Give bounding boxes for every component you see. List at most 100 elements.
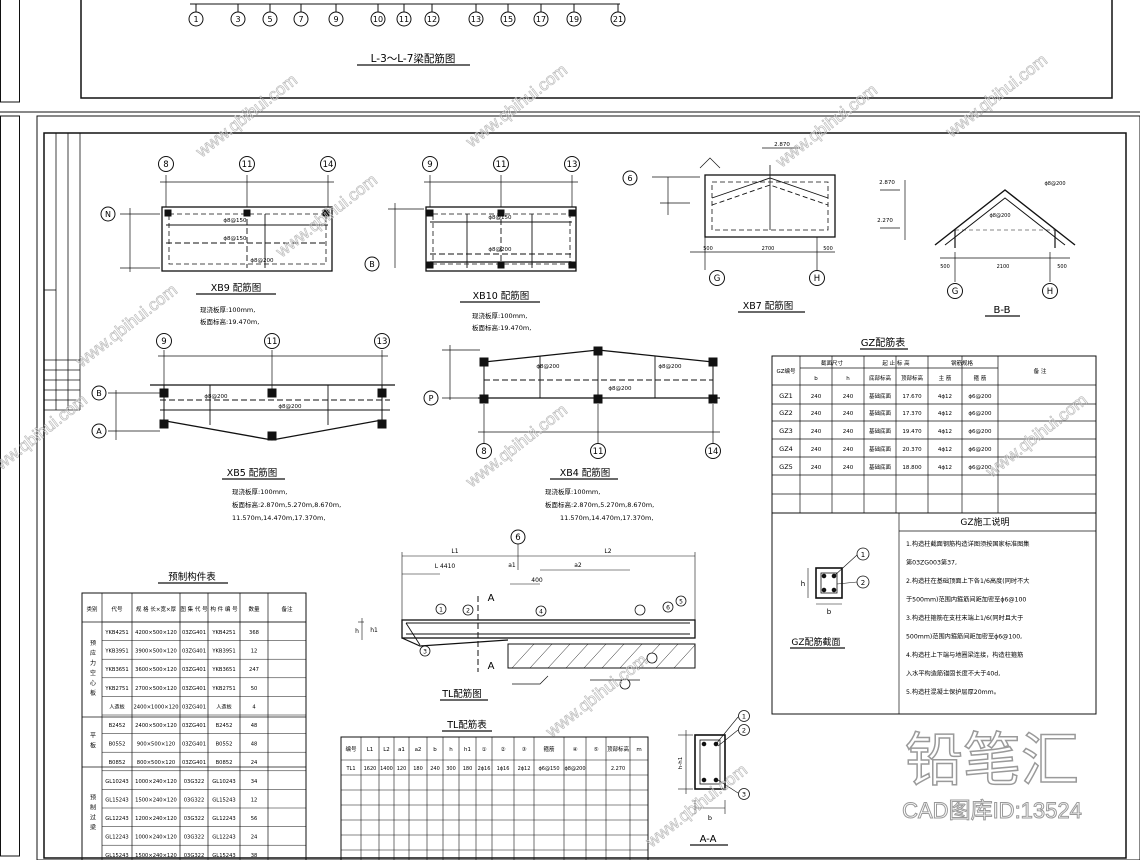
title-block-strip [44, 133, 81, 411]
axis-label: G [714, 274, 721, 284]
tl-cell: 2.270 [611, 766, 625, 772]
axis-label: P [429, 394, 434, 403]
dim-label: 500 [823, 246, 833, 252]
precast-header: 规 格 长×宽×厚 [136, 605, 177, 613]
dim-label: h [801, 580, 805, 588]
callout-label: 3 [742, 791, 746, 799]
axis-bubble: 6 [510, 529, 526, 545]
axis-label: H [1047, 287, 1053, 297]
tl-cell: 2ϕ12 [518, 766, 531, 772]
axis-label: 9 [333, 15, 338, 24]
callout-bubble: 6 [662, 601, 674, 613]
precast-cell: 03ZG401 [182, 723, 206, 729]
precast-cell: 4200×500×120 [135, 630, 177, 636]
dim-label: h-h1 [678, 757, 684, 769]
bb-section [880, 180, 1076, 282]
axis-bubble: 13 [468, 11, 484, 27]
axis-label: 17 [536, 15, 546, 24]
precast-cell: GL12243 [105, 835, 128, 841]
gz-subheader: h [846, 376, 850, 382]
gz-section-drawing [807, 547, 870, 605]
tl-header: ② [501, 746, 506, 753]
dim-label: 500 [1057, 264, 1067, 270]
rebar-label: ϕ8@200 [204, 394, 228, 400]
precast-cell: GL12243 [212, 816, 235, 822]
tl-cell: 1620 [364, 766, 377, 772]
gz-header: 截面尺寸 [821, 359, 844, 367]
top-axis-bubble: 12 [424, 4, 440, 27]
axis-bubble: 11 [239, 156, 255, 172]
tl-cell: 180 [463, 766, 473, 772]
tl-cell: 2ϕ16 [478, 766, 491, 772]
axis-bubble: H [809, 270, 825, 286]
tl-header: ④ [573, 747, 578, 753]
axis-bubble: B [91, 385, 107, 401]
gz-cell: GZ3 [779, 427, 793, 435]
tl-cell: ϕ8@200 [564, 766, 585, 772]
gz-notes-title: GZ施工说明 [960, 516, 1009, 528]
callout-label: 1 [742, 713, 746, 721]
top-axis-bubble: 10 [370, 4, 386, 27]
axis-bubble: N [100, 206, 116, 222]
axis-label: B [96, 389, 102, 398]
axis-label: 13 [471, 15, 481, 24]
axis-bubble: 12 [424, 11, 440, 27]
gz-table-title: GZ配筋表 [861, 336, 906, 349]
tl-table-title: TL配筋表 [446, 719, 487, 731]
tl-header: h [449, 747, 453, 753]
axis-bubble: 13 [564, 156, 580, 172]
dim-label: 400 [531, 577, 543, 584]
rebar-label: ϕ8@200 [536, 364, 560, 370]
axis-label: 15 [503, 15, 513, 24]
gz-cell: 240 [811, 447, 822, 453]
precast-cell: 2400×1000×120 [134, 704, 179, 710]
xb7-title: XB7 配筋图 [743, 300, 794, 312]
callout-bubble: 1 [435, 603, 447, 615]
callout-bubble: 2 [462, 604, 474, 616]
precast-cell: 247 [249, 667, 259, 673]
dim-label: 500 [703, 246, 713, 252]
callout-label: 4 [539, 608, 543, 615]
gz-cell: 240 [843, 394, 854, 400]
tl-cell: 1400 [380, 766, 393, 772]
dim-label: b [708, 814, 712, 822]
precast-cell: 1500×240×120 [135, 853, 177, 859]
precast-cell: 2400×500×120 [135, 723, 177, 729]
xb5-plan [108, 350, 395, 441]
axis-label: 8 [163, 160, 168, 170]
top-axis-bubble: 7 [293, 4, 309, 27]
xb7-plan [652, 147, 836, 270]
precast-header: 类别 [86, 605, 97, 613]
xb5-note2: 板面标高:2.870m,5.270m,8.670m, [232, 500, 341, 509]
rebar-label: ϕ8@200 [250, 258, 274, 264]
tl-header: b [433, 747, 437, 753]
xb4-note1: 现浇板厚:100mm, [545, 487, 600, 496]
gz-cell: 4ϕ12 [938, 394, 952, 400]
axis-bubble: 8 [476, 443, 492, 459]
top-axis-bubble: 17 [533, 4, 549, 27]
precast-cell: B0852 [216, 760, 233, 766]
tl-header: L2 [383, 747, 390, 753]
precast-cell: YKB2751 [104, 686, 128, 692]
precast-cell: 50 [251, 686, 258, 692]
tl-cell: 300 [446, 766, 456, 772]
gz-header: GZ编号 [776, 367, 796, 375]
precast-header: 图 集 代 号 [180, 605, 208, 613]
precast-cell: B2452 [216, 723, 233, 729]
precast-cell: 3600×500×120 [135, 667, 177, 673]
precast-cell: 48 [251, 723, 258, 729]
gz-subheader: b [814, 376, 818, 382]
top-axis-bubble: 13 [468, 4, 484, 27]
watermark-url: www.qbihui.com [642, 760, 751, 851]
callout-bubble: 5 [675, 595, 687, 607]
gz-subheader: 顶部标高 [901, 374, 924, 382]
rebar-label: ϕ8@200 [608, 386, 632, 392]
precast-cell: 1000×240×120 [135, 779, 177, 785]
gz-note-line: 1.构造柱截面钢筋构造详图须按国家标准图集 [906, 540, 1029, 548]
axis-bubble: 11 [493, 156, 509, 172]
gz-section-title: GZ配筋截面 [791, 636, 840, 648]
precast-cell: YKB2751 [211, 686, 235, 692]
gz-cell: 240 [811, 429, 822, 435]
